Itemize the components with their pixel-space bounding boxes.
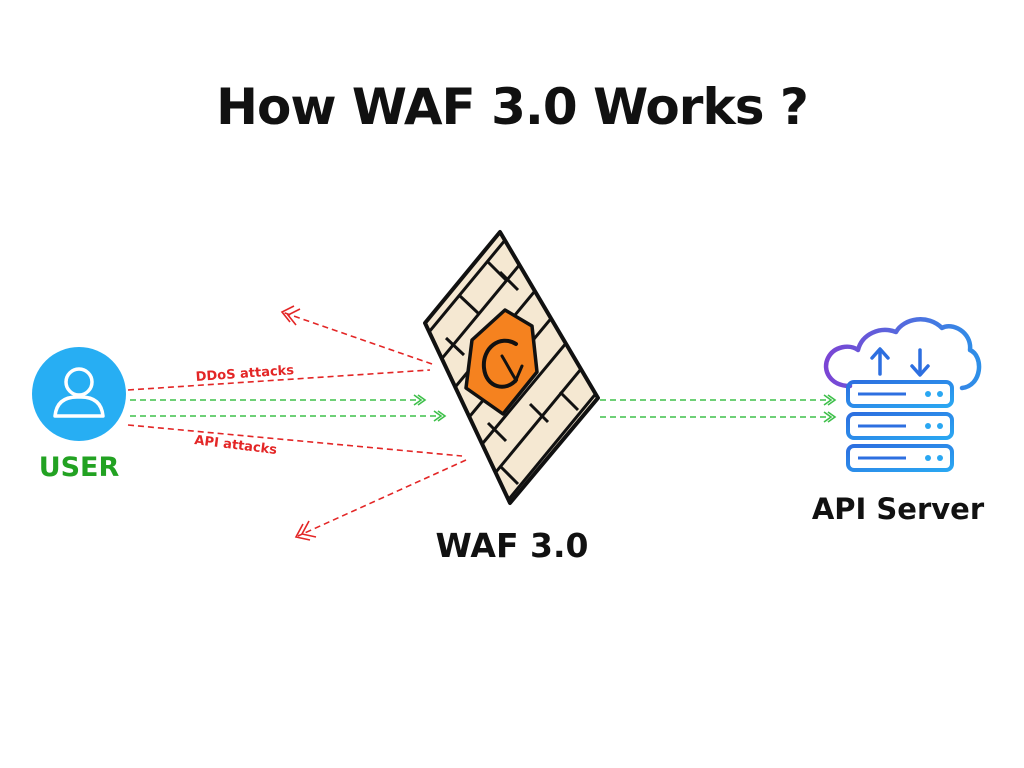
firewall-icon xyxy=(423,230,600,505)
cloud-server-icon xyxy=(823,317,982,472)
edge-ddos-attacks: DDoS attacks xyxy=(127,305,433,391)
user-node: USER xyxy=(32,347,126,483)
api-server-node: API Server xyxy=(812,317,985,526)
ddos-arrowhead-icon xyxy=(280,305,301,326)
user-icon xyxy=(32,347,126,441)
edge-legit-traffic xyxy=(130,394,837,423)
diagram-title: How WAF 3.0 Works ? xyxy=(216,78,809,136)
shield-icon xyxy=(464,308,539,416)
api-arrowhead-icon xyxy=(294,520,317,541)
api-server-label: API Server xyxy=(812,492,985,526)
edge-label-api: API attacks xyxy=(194,433,278,458)
edge-api-attacks: API attacks xyxy=(127,424,467,541)
server-rack-icon xyxy=(846,380,954,472)
user-label: USER xyxy=(39,452,120,483)
legit-arrowhead-icon xyxy=(413,394,837,423)
edge-label-ddos: DDoS attacks xyxy=(195,363,295,385)
waf-label: WAF 3.0 xyxy=(436,526,589,565)
waf-node: WAF 3.0 xyxy=(423,230,600,565)
